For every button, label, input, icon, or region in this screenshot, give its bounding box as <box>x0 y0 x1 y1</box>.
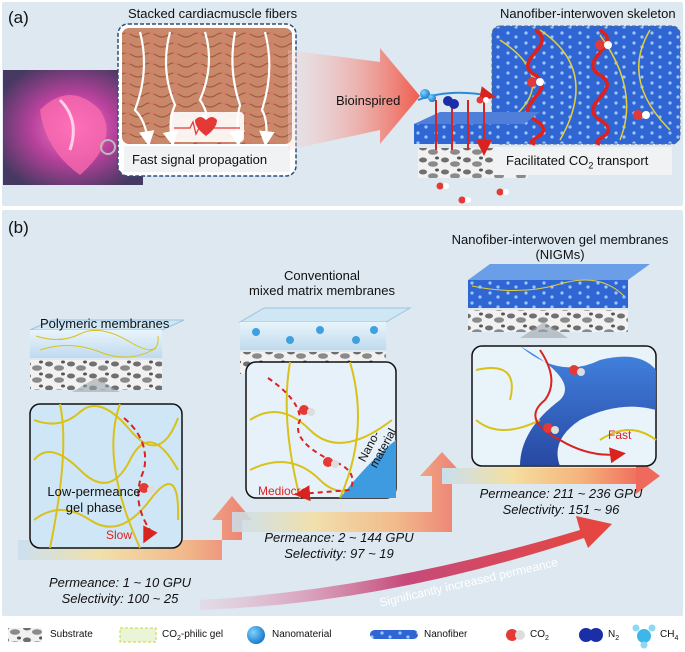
right-caption-box <box>494 147 672 175</box>
panel-a-label: (a) <box>8 8 29 27</box>
gel-legend-icon <box>119 627 157 643</box>
mixed-matrix-membrane-graphic <box>238 307 412 502</box>
ecg-icon <box>174 120 240 136</box>
nanomaterial-legend-icon <box>247 626 265 644</box>
co2-legend-icon <box>506 629 518 641</box>
nanofiber-legend-icon <box>370 630 418 639</box>
co2-transport-caption: Facilitated CO2 transport <box>506 153 649 171</box>
n2-legend-icon <box>579 628 593 642</box>
nigm-membrane-graphic <box>468 264 657 467</box>
mediocre-label: Mediocre <box>258 484 308 498</box>
cardiac-fibers-image <box>117 23 297 177</box>
polymeric-membranes-title: Polymeric membranes <box>40 316 170 331</box>
nanofiber-skeleton-title: Nanofiber-interwoven skeleton <box>500 6 676 21</box>
heart-icon <box>195 117 217 136</box>
ch4-legend-icon <box>637 629 651 643</box>
legend-co2: CO2 <box>530 629 549 642</box>
substrate-legend-icon <box>8 628 42 642</box>
legend-icons <box>8 624 656 649</box>
fast-label: Fast <box>608 428 632 442</box>
permeance-increase-arrow <box>200 516 612 610</box>
bioinspired-label: Bioinspired <box>336 93 401 108</box>
legend-gel: CO2-philic gel <box>162 629 224 642</box>
nanofiber-skeleton-image <box>491 25 681 146</box>
nigm-title: Nanofiber-interwoven gel membranes(NIGMs… <box>451 232 669 262</box>
legend-nanomaterial: Nanomaterial <box>272 629 332 640</box>
signal-propagation-caption: Fast signal propagation <box>132 152 268 167</box>
panel-b-label: (b) <box>8 218 29 237</box>
legend-substrate: Substrate <box>50 629 93 640</box>
bioinspired-arrow <box>288 48 420 150</box>
panel-a-membrane <box>414 86 540 204</box>
slow-label: Slow <box>106 528 133 542</box>
legend-nanofiber: Nanofiber <box>424 629 468 640</box>
legend-ch4: CH4 <box>660 629 679 642</box>
legend-n2: N2 <box>608 629 620 642</box>
polymeric-membrane-graphic <box>29 319 185 549</box>
cardiac-fibers-title: Stacked cardiacmuscle fibers <box>128 6 298 21</box>
left-caption-box <box>124 146 290 172</box>
